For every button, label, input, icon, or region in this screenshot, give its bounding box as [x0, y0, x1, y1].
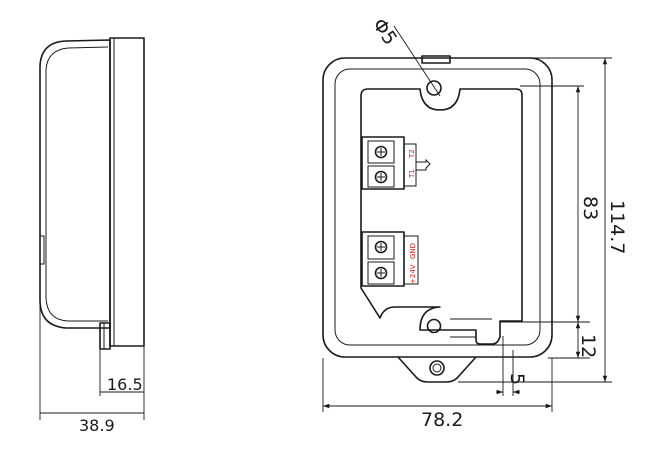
screw-icon — [374, 170, 388, 184]
dim-5-label: 5 — [506, 373, 528, 385]
terminal-label-strip — [403, 235, 419, 285]
terminal-cell-1 — [367, 235, 395, 260]
pcb-outline — [360, 88, 523, 345]
side-edge-notch — [39, 235, 45, 265]
dim-83-label: 83 — [579, 196, 601, 220]
bottom-tab-hole — [429, 360, 445, 376]
front-view: T1 T2 +24V GND Φ5 83 — [322, 14, 628, 431]
dim-hole-diameter-label: Φ5 — [368, 14, 401, 49]
dim-38-9-label: 38.9 — [79, 416, 115, 435]
bottom-tab-hole-inner — [432, 363, 442, 373]
front-housing-inner — [334, 68, 541, 346]
side-bottom-tab — [99, 322, 111, 350]
side-housing-outline — [39, 39, 111, 329]
side-housing-inner-edge — [45, 46, 109, 322]
top-slot — [421, 55, 451, 64]
hole-leader-line — [393, 25, 441, 97]
sensor-symbol-icon — [416, 158, 431, 171]
screw-icon — [374, 145, 388, 159]
terminal-cell-1 — [367, 140, 395, 164]
terminal-block-power: +24V GND — [361, 231, 419, 287]
bottom-mount-hole — [426, 318, 442, 334]
side-view: 16.5 38.9 — [39, 37, 145, 435]
screw-icon — [374, 240, 388, 254]
dim-12-label: 12 — [577, 334, 599, 358]
dim-114-7-label: 114.7 — [606, 200, 628, 254]
side-base-plate — [109, 37, 145, 347]
front-housing-outer — [322, 57, 553, 358]
terminal-label-gnd: GND — [409, 243, 417, 259]
terminal-label-t1: T1 — [408, 169, 416, 179]
bottom-tab — [397, 356, 477, 383]
terminal-label-24v: +24V — [409, 264, 417, 284]
top-mount-hole — [426, 80, 442, 96]
terminal-label-strip — [403, 143, 417, 187]
terminal-block-t1-t2: T1 T2 — [361, 136, 431, 190]
screw-icon — [374, 266, 388, 280]
dim-16-5-label: 16.5 — [107, 375, 143, 394]
terminal-cell-2 — [367, 165, 395, 188]
terminal-cell-2 — [367, 261, 395, 285]
dim-78-2-label: 78.2 — [421, 409, 463, 431]
terminal-label-t2: T2 — [408, 149, 416, 159]
